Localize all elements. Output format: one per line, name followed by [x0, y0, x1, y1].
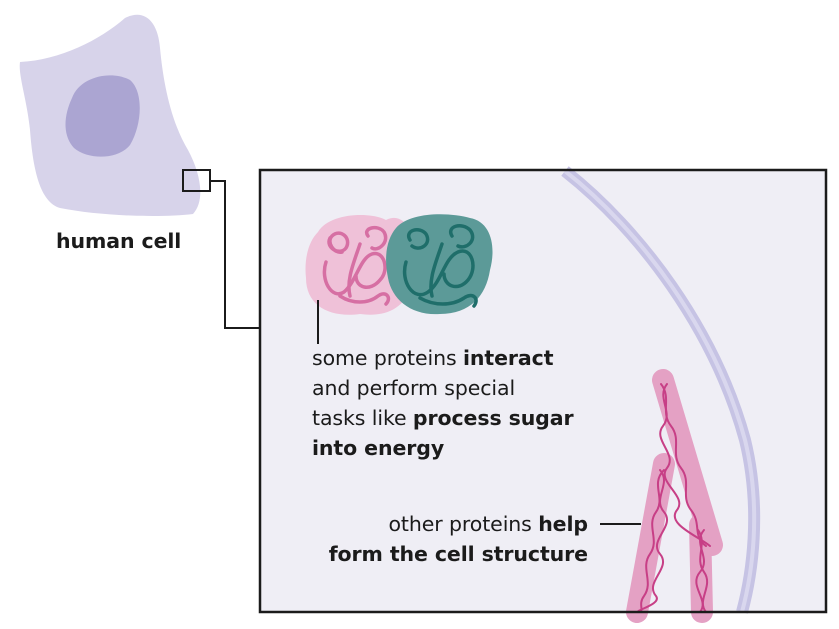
- caption-text: tasks like: [312, 406, 413, 430]
- caption-emphasis: into energy: [312, 436, 445, 460]
- protein-interaction-caption: some proteins interact and perform speci…: [312, 343, 574, 463]
- cell-structure-caption: other proteins help form the cell struct…: [304, 509, 588, 569]
- cell-nucleus: [65, 75, 140, 157]
- caption-line: some proteins interact: [312, 343, 574, 373]
- pink-protein-strand: [322, 225, 391, 306]
- caption-text: some proteins: [312, 346, 463, 370]
- zoom-panel-border: [258, 168, 828, 614]
- caption-text: other proteins: [388, 512, 539, 536]
- caption-line: form the cell structure: [304, 539, 588, 569]
- caption-emphasis: form the cell structure: [328, 542, 588, 566]
- caption-text: and perform special: [312, 376, 516, 400]
- caption-line: other proteins help: [304, 509, 588, 539]
- fiber-strands: [636, 383, 711, 613]
- caption-emphasis: process sugar: [412, 406, 574, 430]
- caption-line: into energy: [312, 433, 574, 463]
- cell-membrane-inner: [563, 169, 757, 613]
- teal-protein-strand: [402, 224, 478, 308]
- cell-label: human cell: [56, 229, 182, 253]
- caption-emphasis: help: [538, 512, 588, 536]
- zoom-connector: [210, 180, 260, 329]
- caption-line: tasks like process sugar: [312, 403, 574, 433]
- caption-emphasis: interact: [463, 346, 554, 370]
- teal-protein-blob: [386, 214, 493, 315]
- fiber-2: [626, 453, 675, 623]
- caption-line: and perform special: [312, 373, 574, 403]
